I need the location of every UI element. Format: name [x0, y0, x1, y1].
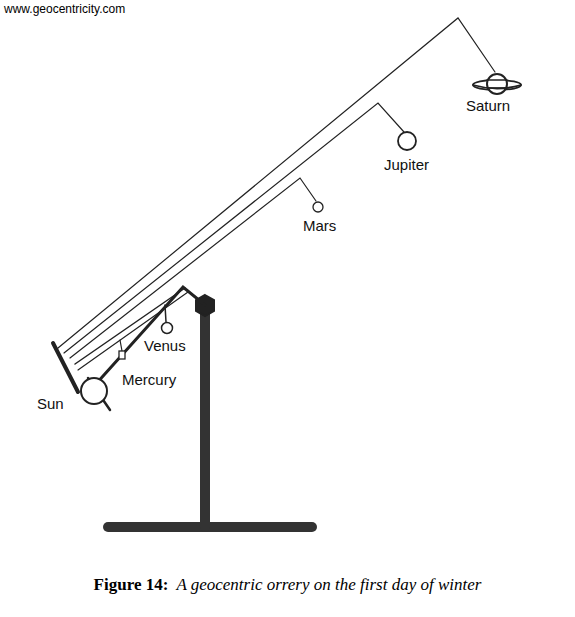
caption: A geocentric orrery on the first day of …: [176, 575, 481, 594]
planet-label: Mars: [303, 218, 336, 235]
planet-label: Sun: [37, 396, 64, 413]
planet-label: Jupiter: [384, 157, 429, 174]
planet-label: Saturn: [466, 98, 510, 115]
planet-label: Venus: [144, 338, 186, 355]
watermark: www.geocentricity.com: [4, 3, 125, 16]
planet-label: Mercury: [122, 372, 176, 389]
figure-number: Figure 14:: [94, 575, 169, 594]
caption-line: Figure 14: A geocentric orrery on the fir…: [0, 575, 575, 595]
